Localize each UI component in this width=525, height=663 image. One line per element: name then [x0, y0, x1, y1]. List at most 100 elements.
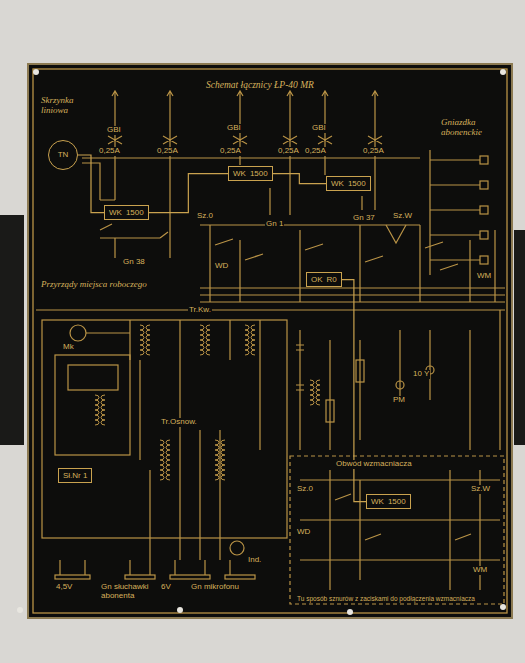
- component-label: 0,25A: [362, 147, 385, 156]
- coil-turn: [221, 450, 225, 455]
- wire-stroke: [500, 69, 506, 75]
- wire-stroke: [430, 150, 480, 275]
- component-label: WM: [472, 566, 488, 575]
- relay-box: WK1500: [228, 166, 273, 181]
- component-label: WM: [476, 272, 492, 281]
- coil-turn: [215, 475, 219, 480]
- coil-turn: [160, 475, 164, 480]
- coil-turn: [245, 340, 249, 345]
- coil-turn: [316, 380, 320, 385]
- wire-stroke: [200, 225, 495, 302]
- coil-turn: [316, 400, 320, 405]
- transformer-circle: TN: [48, 140, 78, 170]
- coil-turn: [221, 455, 225, 460]
- component-label: PM: [392, 396, 406, 405]
- component-label: Mk: [62, 343, 75, 352]
- coil-turn: [221, 475, 225, 480]
- node-text: Sł.Nr 1: [63, 471, 87, 480]
- coil-turn: [206, 340, 210, 345]
- section-heading: Przyrządy miejsca roboczego: [40, 280, 148, 290]
- coil-turn: [140, 340, 144, 345]
- coil-turn: [215, 465, 219, 470]
- background-panels: [0, 64, 525, 618]
- coil-turn: [310, 395, 314, 400]
- component-label: Ind.: [247, 556, 262, 565]
- coil-turn: [245, 345, 249, 350]
- coil-turn: [166, 465, 170, 470]
- coil-turn: [215, 450, 219, 455]
- coil-turn: [215, 470, 219, 475]
- component-label: Gn 37: [352, 214, 376, 223]
- wire-stroke: [300, 310, 500, 450]
- coil-turn: [206, 345, 210, 350]
- coil-turn: [146, 330, 150, 335]
- coil-turn: [95, 400, 99, 405]
- wire-stroke: [55, 575, 90, 579]
- coil-turn: [160, 470, 164, 475]
- coil-turn: [166, 475, 170, 480]
- coil-turn: [95, 405, 99, 410]
- coil-turn: [101, 405, 105, 410]
- coil-turn: [206, 350, 210, 355]
- coil-turn: [166, 470, 170, 475]
- node-text: TN: [58, 150, 69, 159]
- node-text: OK: [311, 275, 323, 284]
- coil-turn: [95, 420, 99, 425]
- component-label: Tu sposób sznurów z zaciskami do podłącz…: [296, 595, 476, 602]
- diagram-title: Schemat łącznicy ŁP-40 MR: [205, 80, 315, 90]
- node-text: 1500: [388, 497, 406, 506]
- coil-turn: [251, 330, 255, 335]
- wire-stroke: [70, 325, 86, 341]
- component-label: 0,25A: [219, 147, 242, 156]
- component-label: Obwód wzmacniacza: [335, 460, 413, 469]
- wire-stroke: [480, 206, 488, 214]
- wire-stroke: [290, 456, 504, 604]
- coil-turn: [160, 445, 164, 450]
- component-label: Sz.W: [470, 485, 491, 494]
- wire-stroke: [326, 400, 334, 422]
- wire-stroke: [100, 224, 168, 238]
- component-label: Tr.Kw.: [188, 306, 212, 315]
- component-label: Gn słuchawki abonenta: [100, 583, 160, 601]
- wire-stroke: [86, 320, 260, 450]
- component-label: 0,25A: [98, 147, 121, 156]
- coil-turn: [251, 350, 255, 355]
- relay-box: Sł.Nr 1: [58, 468, 92, 483]
- node-text: 1500: [348, 179, 366, 188]
- wire-stroke: [0, 215, 24, 445]
- coil-turn: [206, 335, 210, 340]
- wire-stroke: [296, 345, 304, 390]
- coil-turn: [140, 345, 144, 350]
- wire-stroke: [215, 239, 458, 270]
- component-label: 10 Y: [412, 370, 430, 379]
- coil-turn: [251, 340, 255, 345]
- wires: [36, 91, 505, 604]
- component-label: GBI: [106, 126, 122, 135]
- coil-turn: [221, 440, 225, 445]
- section-heading: Skrzynka liniowa: [40, 96, 90, 116]
- wire-stroke: [68, 365, 118, 390]
- coil-turn: [245, 350, 249, 355]
- wire-stroke: [108, 136, 382, 144]
- coil-turn: [310, 380, 314, 385]
- coil-turn: [101, 400, 105, 405]
- coil-turn: [200, 330, 204, 335]
- coil-turn: [160, 440, 164, 445]
- coil-turn: [200, 350, 204, 355]
- relay-box: WK1500: [104, 205, 149, 220]
- transformer-coils: [95, 325, 320, 480]
- coil-turn: [251, 345, 255, 350]
- coil-turn: [95, 395, 99, 400]
- relay-box: WK1500: [366, 494, 411, 509]
- coil-turn: [166, 460, 170, 465]
- coil-turn: [146, 335, 150, 340]
- node-text: WK: [109, 208, 122, 217]
- coil-turn: [160, 450, 164, 455]
- coil-turn: [221, 445, 225, 450]
- wire-stroke: [480, 231, 488, 239]
- coil-turn: [166, 450, 170, 455]
- component-label: Tr.Osnow.: [160, 418, 198, 427]
- wire-stroke: [125, 575, 155, 579]
- wire-connector: [149, 174, 228, 213]
